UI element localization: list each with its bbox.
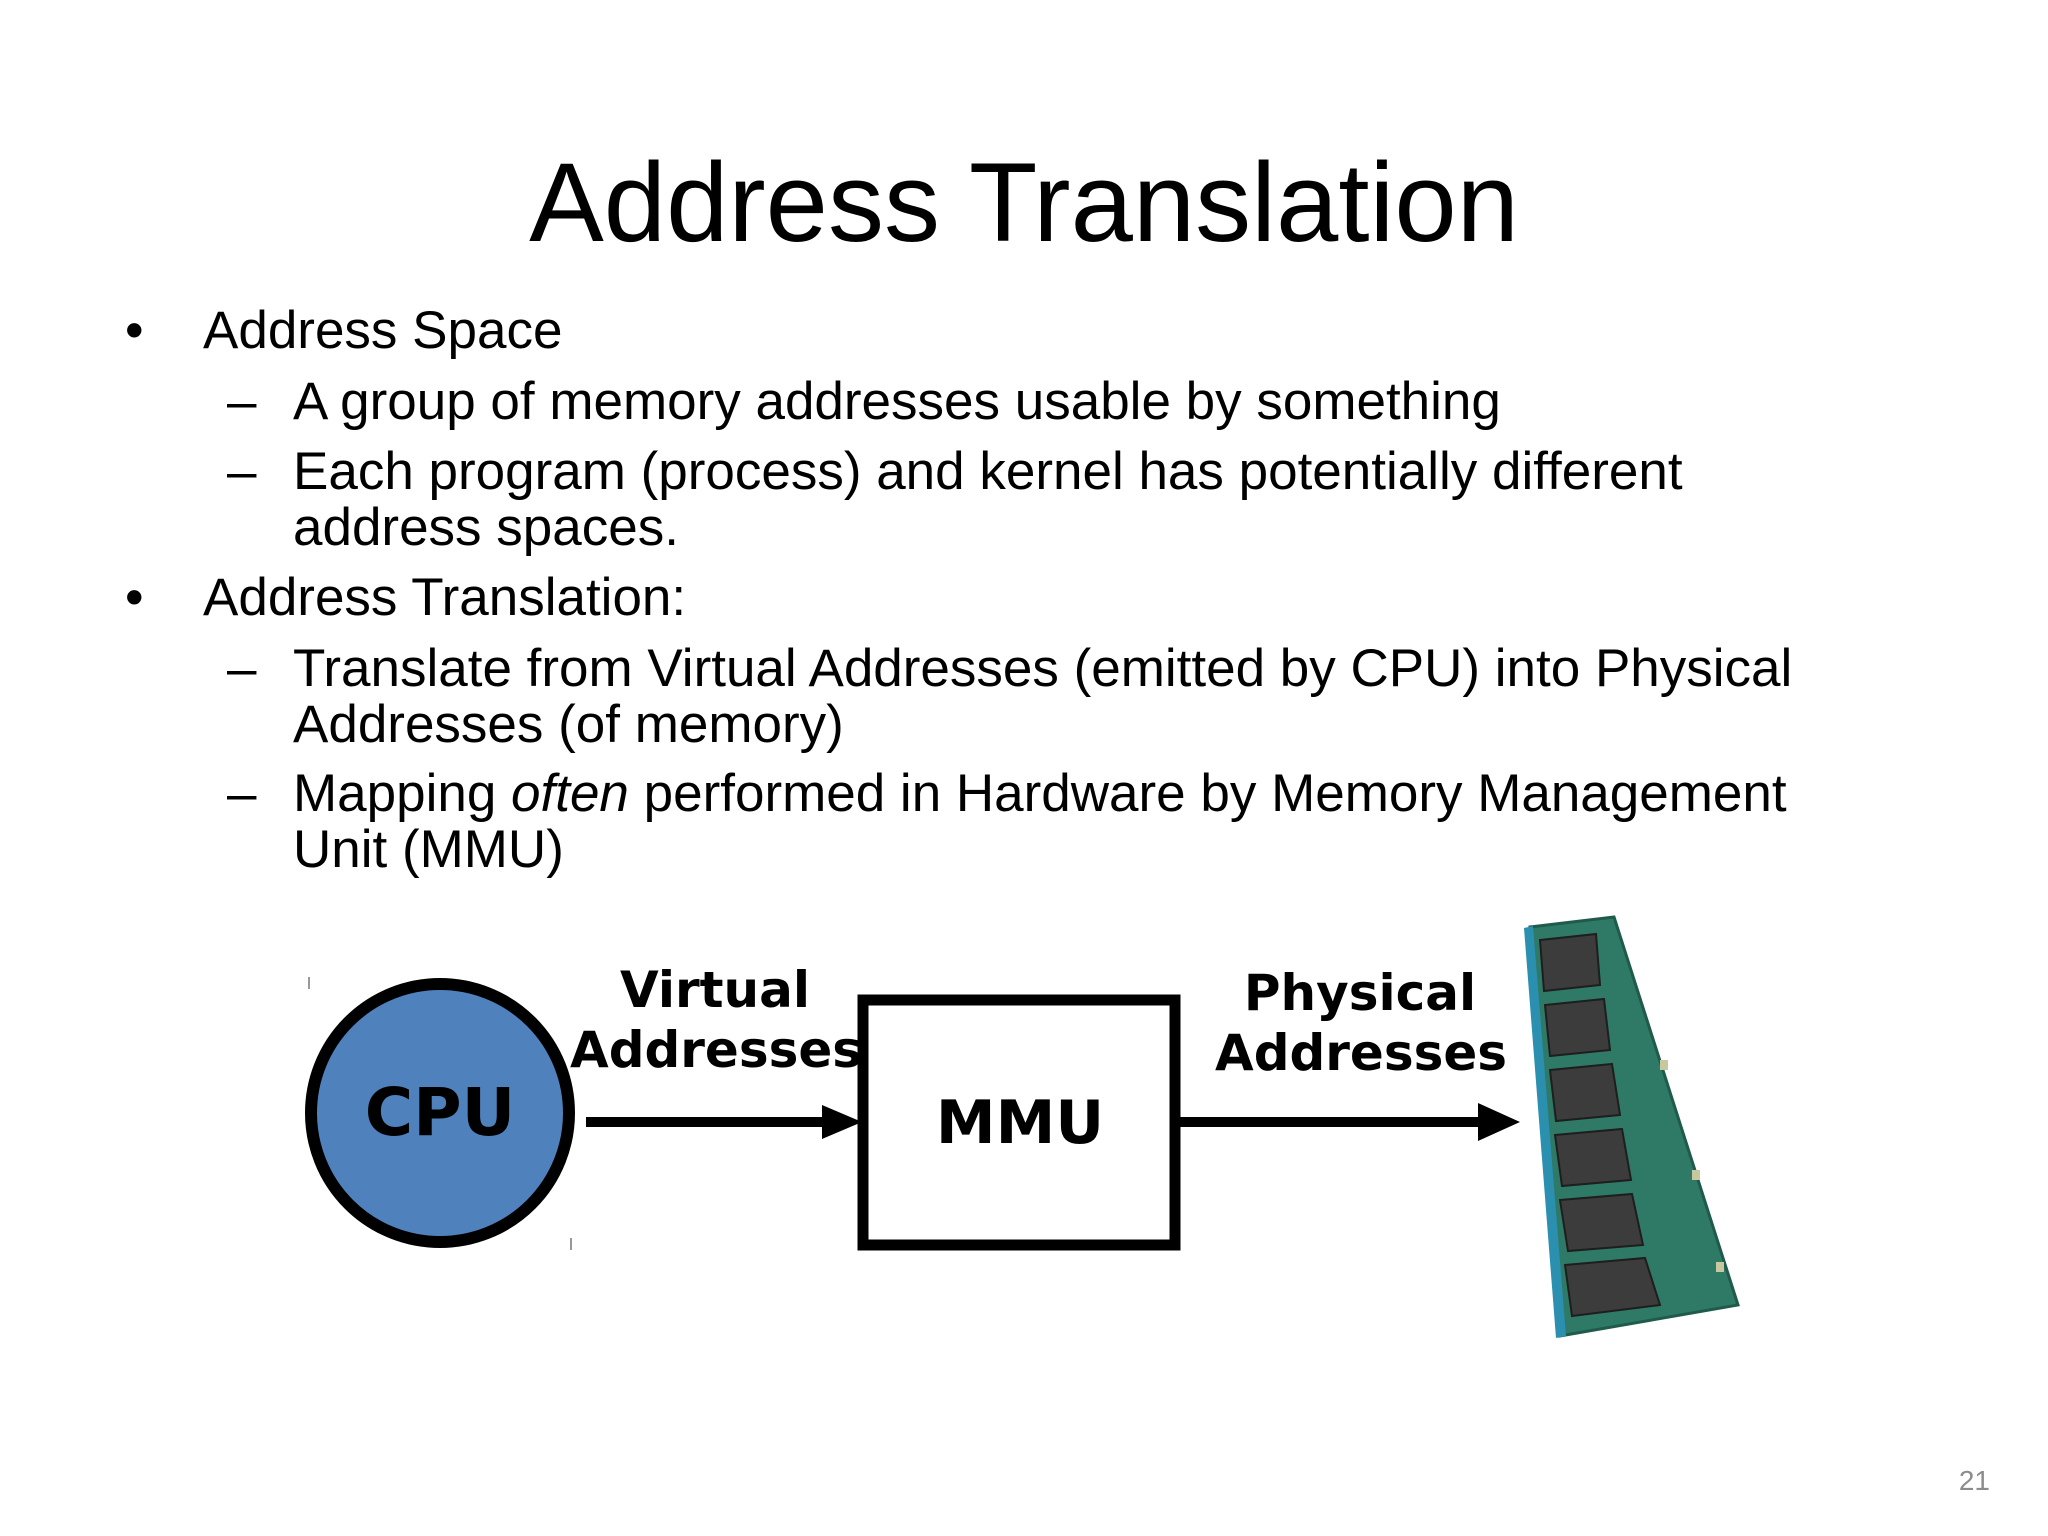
ram-component [1716,1262,1724,1272]
physical-arrow-head [1478,1103,1520,1141]
dash-mark: – [227,764,257,823]
subbullet-text-line-1: Each program (process) and kernel has po… [293,442,1683,501]
subbullet-each-program: – Each program (process) and kernel has … [227,442,1683,557]
label-line: Virtual [620,961,810,1019]
ram-chip [1558,1192,1645,1253]
virtual-addresses-label: Virtual Addresses [570,960,863,1080]
subbullet-translate: – Translate from Virtual Addresses (emit… [227,639,1793,754]
subbullet-text-line-2: Unit (MMU) [293,820,564,879]
ram-edge [1524,926,1566,1338]
mmu-label: MMU [935,1088,1105,1158]
virtual-arrow-head [822,1105,862,1139]
subbullet-text-line-2: Addresses (of memory) [293,695,844,754]
bullet-address-space: • Address Space [125,301,563,360]
bullet-text: Address Translation: [203,568,687,627]
text-emphasis: often [511,764,629,823]
ram-stick-icon [1524,915,1740,1338]
mmu-box [857,994,1181,1251]
cpu-label: CPU [364,1074,516,1151]
ram-component [1692,1170,1700,1180]
ram-chip [1563,1256,1662,1318]
ram-chip [1553,1127,1633,1188]
text-after: performed in Hardware by Memory Manageme… [628,764,1787,823]
subbullet-text-line-1: Mapping often performed in Hardware by M… [293,766,1787,822]
bullet-text: Address Space [203,301,563,360]
dash-mark: – [227,372,257,431]
cpu-circle [305,978,575,1248]
text-before: Mapping [293,764,512,823]
page-number: 21 [1958,1465,1990,1496]
slide-title: Address Translation [529,140,1519,265]
ram-component [1660,1060,1668,1070]
label-line: Physical [1243,964,1477,1022]
subbullet-text-line-2: address spaces. [293,498,679,557]
subbullet-text: A group of memory addresses usable by so… [293,372,1501,431]
dash-mark: – [227,442,257,501]
bullet-address-translation: • Address Translation: [125,568,687,627]
bullet-dot: • [125,301,144,360]
physical-addresses-label: Physical Addresses [1215,963,1508,1083]
subbullet-group-of-addresses: – A group of memory addresses usable by … [227,372,1501,431]
subbullet-text-line-1: Translate from Virtual Addresses (emitte… [293,639,1793,698]
label-line: Addresses [1215,1024,1508,1082]
dash-mark: – [227,639,257,698]
ram-chip [1548,1062,1622,1123]
ram-chip [1538,932,1602,993]
label-line: Addresses [570,1021,863,1079]
ram-chip [1543,997,1612,1058]
subbullet-mapping: – Mapping often performed in Hardware by… [227,766,1787,879]
bullet-dot: • [125,568,144,627]
